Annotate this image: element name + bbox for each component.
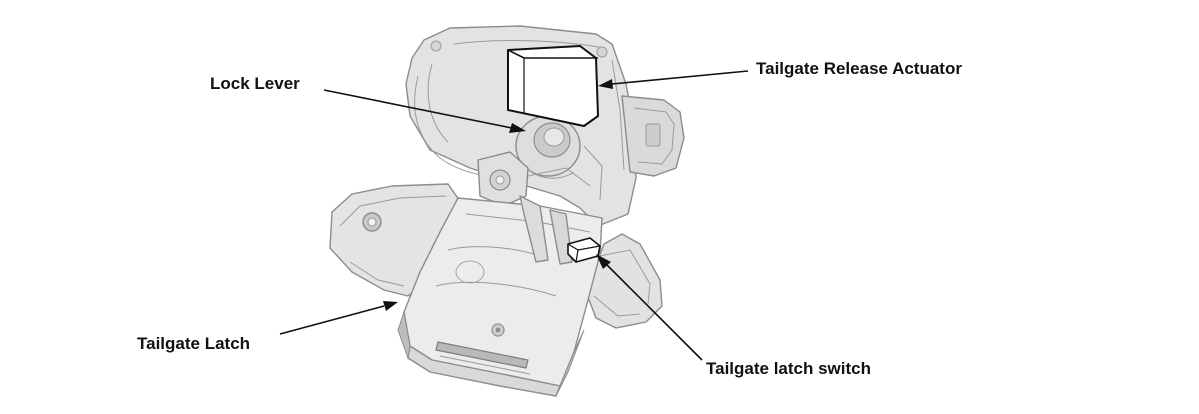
arrowhead-lock-lever xyxy=(509,123,526,133)
label-tailgate-latch: Tailgate Latch xyxy=(137,334,250,353)
arrowhead-latch-switch xyxy=(596,254,611,269)
tailgate-latch-assembly xyxy=(329,25,685,397)
arrowhead-release-actuator xyxy=(598,79,613,89)
leader-latch-switch xyxy=(605,263,703,361)
leader-release-actuator xyxy=(611,70,749,85)
label-lock-lever: Lock Lever xyxy=(210,74,300,93)
label-tailgate-latch-switch: Tailgate latch switch xyxy=(706,359,871,378)
leader-lines xyxy=(279,70,749,361)
leader-tailgate-latch xyxy=(279,305,385,335)
striker-slot xyxy=(435,341,529,369)
arrowhead-tailgate-latch xyxy=(383,301,398,311)
lock-lever-part xyxy=(515,115,581,179)
label-tailgate-release-actuator: Tailgate Release Actuator xyxy=(756,59,962,78)
leader-lock-lever xyxy=(323,89,513,129)
release-actuator-highlight xyxy=(507,45,599,127)
callout-labels: Lock Lever Tailgate Release Actuator Tai… xyxy=(137,59,962,378)
